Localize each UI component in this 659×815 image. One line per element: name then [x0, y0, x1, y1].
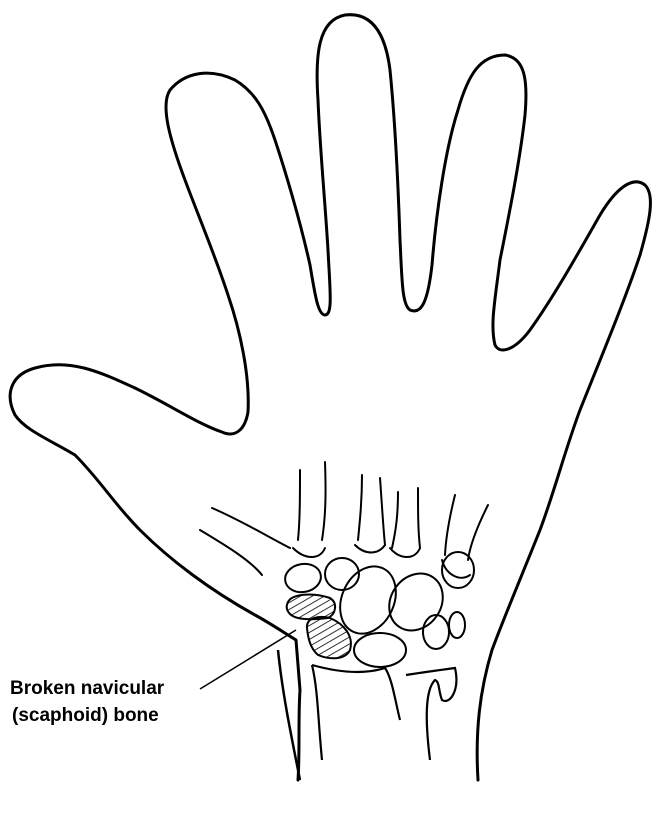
callout-label-line1: Broken navicular — [10, 676, 164, 701]
callout-label-line2: (scaphoid) bone — [12, 703, 159, 728]
forearm-inner-line — [278, 650, 300, 780]
hand-outline — [10, 15, 650, 780]
forearm-bones — [312, 665, 456, 760]
